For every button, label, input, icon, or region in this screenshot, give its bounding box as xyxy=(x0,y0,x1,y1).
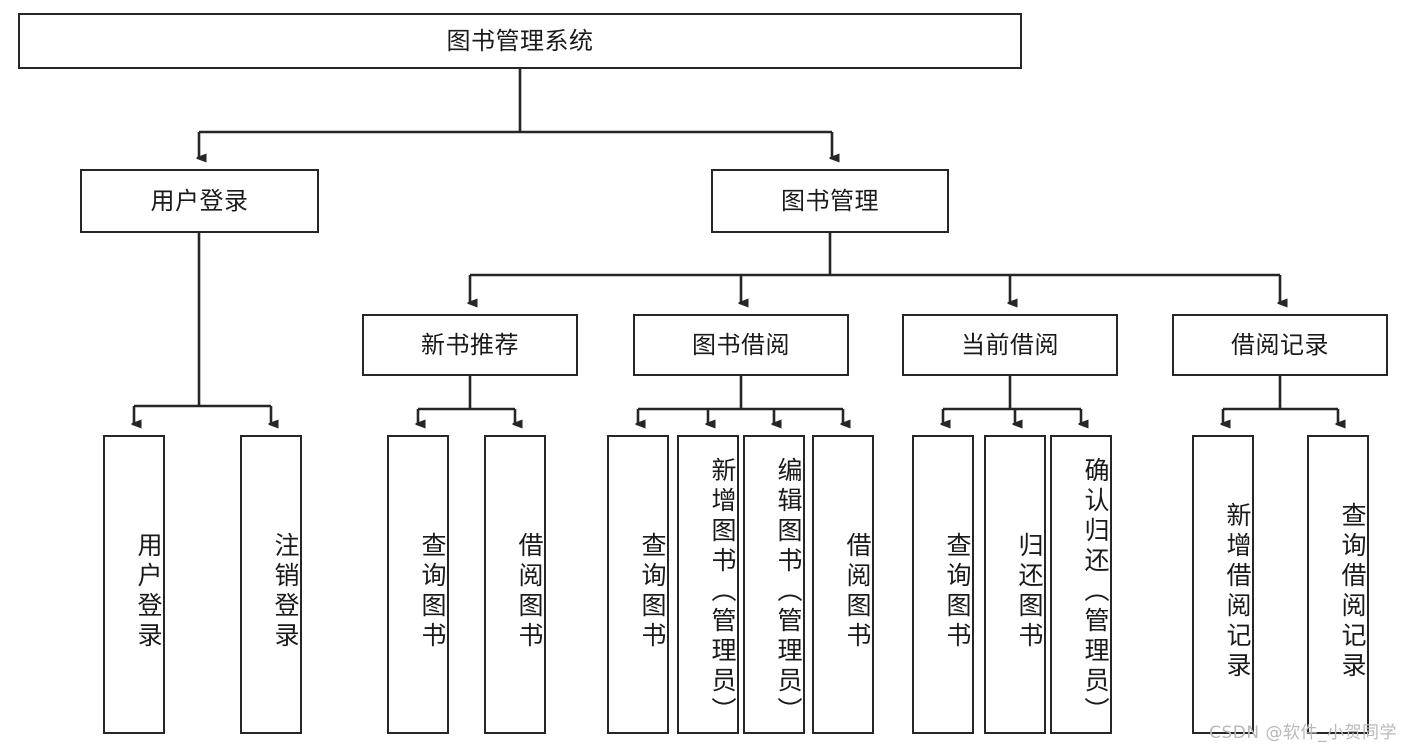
leaf-query-book-1[interactable]: 查询图书 xyxy=(387,435,449,734)
node-current-borrow[interactable]: 当前借阅 xyxy=(902,314,1118,376)
leaf-query-book-2[interactable]: 查询图书 xyxy=(607,435,669,734)
leaf-user-login[interactable]: 用户登录 xyxy=(103,435,165,734)
leaf-add-book[interactable]: 新增图书（管理员） xyxy=(677,435,739,734)
node-borrow-record[interactable]: 借阅记录 xyxy=(1172,314,1388,376)
leaf-query-record-label: 查询借阅记录 xyxy=(1338,501,1367,682)
node-root[interactable]: 图书管理系统 xyxy=(18,13,1022,69)
leaf-borrow-book-1-label: 借阅图书 xyxy=(515,531,544,652)
leaf-add-record[interactable]: 新增借阅记录 xyxy=(1192,435,1254,734)
leaf-query-book-3-label: 查询图书 xyxy=(943,531,972,652)
leaf-logout[interactable]: 注销登录 xyxy=(240,435,302,734)
leaf-confirm-return-label: 确认归还（管理员） xyxy=(1081,456,1110,727)
node-user-login[interactable]: 用户登录 xyxy=(80,169,319,233)
leaf-edit-book[interactable]: 编辑图书（管理员） xyxy=(743,435,805,734)
leaf-return-book-label: 归还图书 xyxy=(1015,531,1044,652)
leaf-return-book[interactable]: 归还图书 xyxy=(984,435,1046,734)
leaf-borrow-book-1[interactable]: 借阅图书 xyxy=(484,435,546,734)
node-book-manage[interactable]: 图书管理 xyxy=(711,169,949,233)
leaf-query-book-3[interactable]: 查询图书 xyxy=(912,435,974,734)
node-user-login-label: 用户登录 xyxy=(150,186,249,215)
leaf-confirm-return[interactable]: 确认归还（管理员） xyxy=(1050,435,1112,734)
node-root-label: 图书管理系统 xyxy=(446,26,594,55)
node-borrow-record-label: 借阅记录 xyxy=(1231,330,1329,359)
leaf-add-record-label: 新增借阅记录 xyxy=(1223,501,1252,682)
leaf-query-book-1-label: 查询图书 xyxy=(418,531,447,652)
leaf-query-book-2-label: 查询图书 xyxy=(638,531,667,652)
node-book-borrow-label: 图书借阅 xyxy=(692,330,790,359)
leaf-query-record[interactable]: 查询借阅记录 xyxy=(1307,435,1369,734)
node-current-borrow-label: 当前借阅 xyxy=(961,330,1059,359)
leaf-borrow-book-2[interactable]: 借阅图书 xyxy=(812,435,874,734)
node-book-manage-label: 图书管理 xyxy=(781,186,879,215)
leaf-add-book-label: 新增图书（管理员） xyxy=(708,456,737,727)
node-new-book-recommend-label: 新书推荐 xyxy=(421,330,519,359)
leaf-logout-label: 注销登录 xyxy=(271,531,300,652)
node-book-borrow[interactable]: 图书借阅 xyxy=(633,314,849,376)
leaf-edit-book-label: 编辑图书（管理员） xyxy=(774,456,803,727)
node-new-book-recommend[interactable]: 新书推荐 xyxy=(362,314,578,376)
leaf-user-login-label: 用户登录 xyxy=(134,531,163,652)
csdn-watermark: CSDN @软件_小贺同学 xyxy=(1209,723,1397,743)
leaf-borrow-book-2-label: 借阅图书 xyxy=(843,531,872,652)
